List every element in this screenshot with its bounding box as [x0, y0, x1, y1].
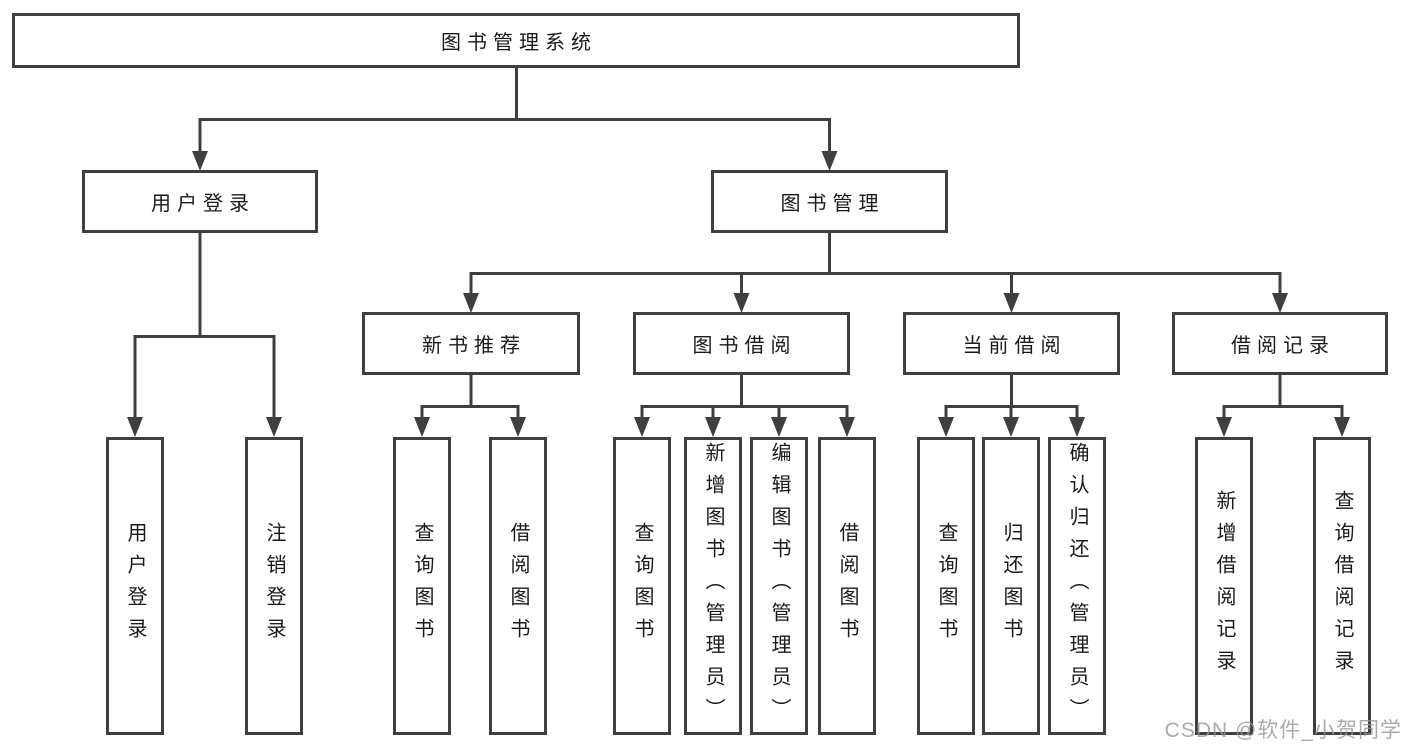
node-library-management-system: 图书管理系统 [12, 13, 1020, 68]
leaf-borrowing-borrow-book: 借阅图书 [818, 437, 876, 735]
arrowhead-down-icon [463, 293, 479, 313]
arrowhead-down-icon [634, 417, 650, 437]
leaf-records-add-borrow-record: 新增借阅记录 [1195, 437, 1253, 735]
leaf-current-query-book: 查询图书 [917, 437, 975, 735]
leaf-records-query-borrow-record: 查询借阅记录 [1313, 437, 1371, 735]
leaf-newbooks-query-book: 查询图书 [393, 437, 451, 735]
arrowhead-down-icon [821, 151, 838, 171]
arrowhead-down-icon [1216, 417, 1232, 437]
arrowhead-down-icon [938, 417, 954, 437]
arrowhead-down-icon [127, 417, 143, 437]
node-new-book-recommendation: 新书推荐 [362, 312, 580, 375]
arrowhead-down-icon [1003, 417, 1019, 437]
arrowhead-down-icon [771, 417, 787, 437]
arrowhead-down-icon [510, 417, 526, 437]
arrowhead-down-icon [733, 293, 750, 313]
node-borrowing-records: 借阅记录 [1172, 312, 1388, 375]
leaf-user-login: 用户登录 [106, 437, 164, 735]
leaf-current-return-book: 归还图书 [982, 437, 1040, 735]
leaf-logout-login: 注销登录 [245, 437, 303, 735]
arrowhead-down-icon [705, 417, 721, 437]
csdn-watermark: CSDN @软件_小贺同学 [1164, 719, 1402, 742]
node-user-login: 用户登录 [82, 170, 318, 233]
arrowhead-down-icon [192, 151, 208, 171]
leaf-current-confirm-return-admin: 确认归还（管理员） [1048, 437, 1106, 735]
arrowhead-down-icon [414, 417, 430, 437]
arrowhead-down-icon [1069, 417, 1085, 437]
arrowhead-down-icon [1003, 293, 1020, 313]
arrowhead-down-icon [266, 417, 282, 437]
arrowhead-down-icon [1272, 293, 1288, 313]
node-book-borrowing: 图书借阅 [633, 312, 850, 375]
node-book-management: 图书管理 [711, 170, 948, 233]
arrowhead-down-icon [1334, 417, 1350, 437]
leaf-borrowing-add-book-admin: 新增图书（管理员） [684, 437, 742, 735]
leaf-borrowing-edit-book-admin: 编辑图书（管理员） [750, 437, 808, 735]
node-current-borrowing: 当前借阅 [903, 312, 1120, 375]
leaf-borrowing-query-book: 查询图书 [613, 437, 671, 735]
leaf-newbooks-borrow-book: 借阅图书 [489, 437, 547, 735]
arrowhead-down-icon [839, 417, 855, 437]
